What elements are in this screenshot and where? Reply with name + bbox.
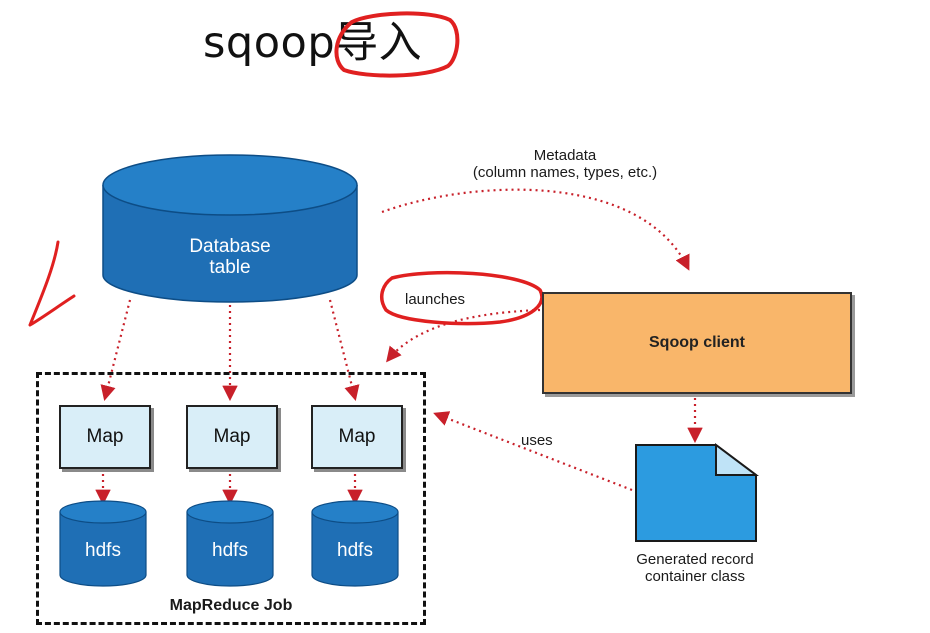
sqoop-client-box: Sqoop client: [542, 292, 852, 394]
checkmark-annotation: [28, 240, 76, 327]
db-to-map-3-arrow: [328, 299, 360, 401]
launches-label: launches: [405, 291, 466, 308]
map-box-3: Map: [311, 405, 403, 469]
metadata-arrow: [381, 188, 690, 271]
map-label: Map: [213, 426, 251, 447]
hdfs-label-1: hdfs: [85, 540, 121, 561]
uses-arrow: [433, 411, 633, 492]
hdfs-label-3: hdfs: [337, 540, 373, 561]
title-text: sqoop: [203, 18, 336, 68]
map-label: Map: [86, 426, 124, 447]
metadata-label: Metadata (column names, types, etc.): [440, 147, 690, 181]
launches-arrow: [386, 308, 541, 363]
sqoop-client-label: Sqoop client: [649, 334, 745, 351]
map-box-2: Map: [186, 405, 278, 469]
database-label-line1: Database: [189, 236, 271, 257]
db-to-map-1-arrow: [100, 299, 132, 401]
launches-annotation-circle: [380, 270, 544, 326]
map-box-1: Map: [59, 405, 151, 469]
database-label: Database table: [160, 236, 300, 278]
hdfs-cylinder-1: [59, 500, 147, 587]
metadata-line2: (column names, types, etc.): [472, 164, 658, 181]
generated-class-label: Generated record container class: [600, 551, 790, 585]
hdfs-label-2: hdfs: [212, 540, 248, 561]
hdfs-cylinder-2: [186, 500, 274, 587]
map-label: Map: [338, 426, 376, 447]
hdfs-cylinder-3: [311, 500, 399, 587]
generated-line1: Generated record: [636, 551, 754, 568]
mapreduce-job-label: MapReduce Job: [169, 597, 293, 614]
generated-line2: container class: [644, 568, 746, 585]
document-icon: [635, 443, 759, 542]
database-label-line2: table: [209, 257, 251, 278]
uses-label: uses: [521, 432, 553, 449]
database-cylinder: [102, 154, 358, 303]
mapreduce-job-frame: [36, 372, 426, 625]
metadata-line1: Metadata: [533, 147, 597, 164]
